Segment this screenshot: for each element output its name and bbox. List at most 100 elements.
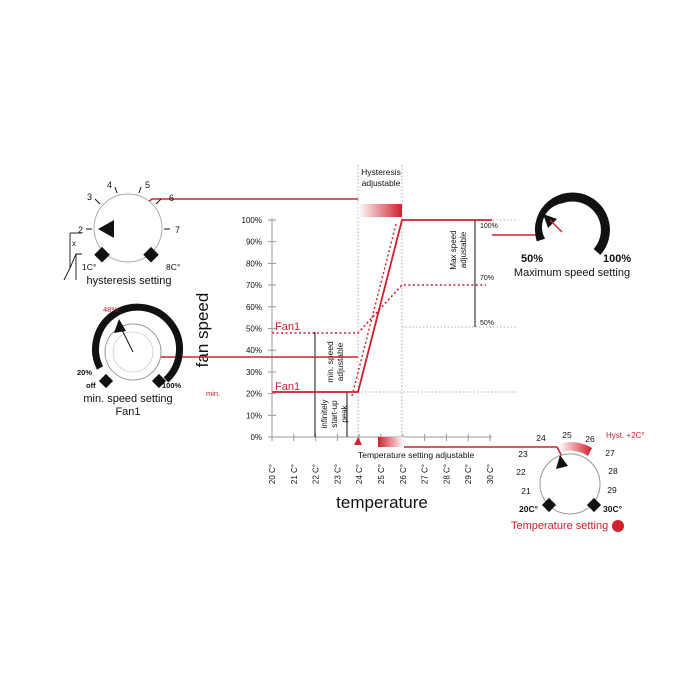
temp-scale-29: 29: [607, 485, 617, 495]
hysteresis-knob-face[interactable]: [93, 193, 163, 263]
max-speed-min: 50%: [521, 253, 543, 265]
hysteresis-scale-5: 5: [145, 180, 150, 190]
x-tick-label: 29 C°: [464, 464, 473, 484]
temp-min: 20C°: [519, 504, 539, 514]
y-tick-label: 50%: [246, 325, 262, 334]
max-speed-note-line2: adjustable: [459, 231, 468, 268]
x-tick-label: 26 C°: [399, 464, 408, 484]
hysteresis-stop-right: [143, 246, 159, 263]
x-tick-label: 25 C°: [377, 464, 386, 484]
y-tick-label: 100%: [242, 216, 262, 225]
min-speed-min: 20%: [77, 368, 92, 377]
temp-knob-scale: 21 22 23 24 25 26 27 28 29: [516, 430, 618, 496]
y-tick-label: 30%: [246, 368, 262, 377]
x-tick-label: 28 C°: [442, 464, 451, 484]
x-tick-label: 21 C°: [290, 464, 299, 484]
hysteresis-tick-4: [114, 186, 118, 194]
min-speed-off: off: [86, 381, 96, 390]
min-speed-needle: [119, 325, 134, 353]
min-speed-knob[interactable]: 48% 20% off 100% min. speed setting Fan1: [77, 303, 183, 418]
temp-stop-left: [541, 497, 557, 513]
max-pct-50: 50%: [480, 320, 494, 327]
hysteresis-max: 8C°: [166, 262, 180, 272]
min-speed-value: 48%: [103, 305, 118, 314]
min-speed-stop-right: [151, 373, 167, 389]
startup-note-line1: infinitely: [320, 400, 329, 429]
temp-max: 30C°: [603, 504, 623, 514]
temperature-knob-face[interactable]: [539, 453, 601, 515]
min-label: min.: [206, 389, 220, 398]
hysteresis-setting-label: hysteresis setting: [87, 275, 172, 287]
temp-scale-28: 28: [608, 466, 618, 476]
temp-setting-bar: [378, 437, 404, 447]
hysteresis-scale-6: 6: [169, 193, 174, 203]
hysteresis-tick-6: [155, 198, 162, 205]
max-speed-knob[interactable]: 50% 100% Maximum speed setting: [514, 192, 631, 279]
x-axis-title: temperature: [336, 493, 428, 512]
y-tick-label: 90%: [246, 238, 262, 247]
x-tick-label: 22 C°: [312, 464, 321, 484]
temp-scale-27: 27: [605, 448, 615, 458]
hysteresis-x-label: x: [72, 239, 76, 248]
fan1-curve-solid: [272, 219, 492, 393]
min-speed-knob-inner: [112, 331, 154, 373]
y-tick-label: 60%: [246, 303, 262, 312]
min-speed-stop-left: [98, 373, 114, 389]
max-speed-pointer: [543, 214, 557, 228]
temp-pointer: [556, 455, 568, 469]
hysteresis-scale-2: 2: [78, 225, 83, 235]
max-pct-70: 70%: [480, 275, 494, 282]
fan1-dotted-rise: [351, 223, 397, 397]
y-tick-label: 70%: [246, 281, 262, 290]
max-speed-knob-face[interactable]: [542, 203, 590, 251]
min-speed-max: 100%: [162, 381, 182, 390]
temp-setting-label: Temperature setting adjustable: [358, 450, 475, 460]
startup-note-line2: start-up: [330, 400, 339, 428]
max-pct-100: 100%: [480, 223, 498, 230]
hysteresis-bar: [358, 204, 402, 217]
temp-marker-icon: [354, 437, 362, 445]
min-speed-arc: [92, 303, 183, 383]
temp-scale-25: 25: [562, 430, 572, 440]
y-tick-label: 20%: [246, 390, 262, 399]
temp-scale-23: 23: [518, 449, 528, 459]
max-speed-needle: [549, 219, 563, 233]
hysteresis-loop-icon: [63, 232, 82, 281]
y-ticks: 100%90%80%70%60%50%40%30%20%10%0%: [242, 216, 276, 442]
x-tick-label: 27 C°: [421, 464, 430, 484]
startup-note-line3: peak: [340, 404, 349, 422]
x-tick-label: 23 C°: [333, 464, 342, 484]
hysteresis-label-line1: Hysteresis: [361, 167, 401, 177]
hysteresis-pointer: [98, 220, 114, 238]
hysteresis-scale-4: 4: [107, 180, 112, 190]
y-tick-label: 0%: [250, 433, 262, 442]
hysteresis-stop-left: [94, 246, 110, 263]
hysteresis-label-line2: adjustable: [362, 178, 401, 188]
temp-scale-22: 22: [516, 467, 526, 477]
temp-scale-21: 21: [521, 486, 531, 496]
fan1-upper-label: Fan1: [275, 321, 300, 333]
hysteresis-knob[interactable]: 2 3 4 5 6 7 1C° 8C° hysteresis setting x: [63, 180, 180, 287]
x-tick-label: 24 C°: [355, 464, 364, 484]
max-speed-max: 100%: [603, 253, 631, 265]
min-speed-label-line1: min. speed setting: [83, 393, 172, 405]
max-speed-label: Maximum speed setting: [514, 267, 630, 279]
temperature-setting-label: Temperature setting: [511, 520, 608, 532]
fan1-lower-label: Fan1: [275, 381, 300, 393]
hysteresis-tick-5: [138, 186, 142, 194]
max-speed-note-line1: Max speed: [449, 230, 458, 269]
red-dot-icon: [612, 520, 624, 532]
min-speed-label-line2: Fan1: [115, 406, 140, 418]
fan-speed-chart: 100%90%80%70%60%50%40%30%20%10%0% 20 C°2…: [193, 165, 518, 512]
temp-scale-26: 26: [585, 434, 595, 444]
x-tick-label: 30 C°: [486, 464, 495, 484]
min-speed-note-line1: min. speed: [325, 341, 335, 383]
temp-stop-right: [586, 497, 602, 513]
hysteresis-scale-3: 3: [87, 192, 92, 202]
x-tick-label: 20 C°: [268, 464, 277, 484]
max-speed-arc: [534, 192, 610, 255]
temp-scale-24: 24: [536, 433, 546, 443]
y-axis-title: fan speed: [193, 293, 212, 368]
hysteresis-min: 1C°: [82, 262, 96, 272]
